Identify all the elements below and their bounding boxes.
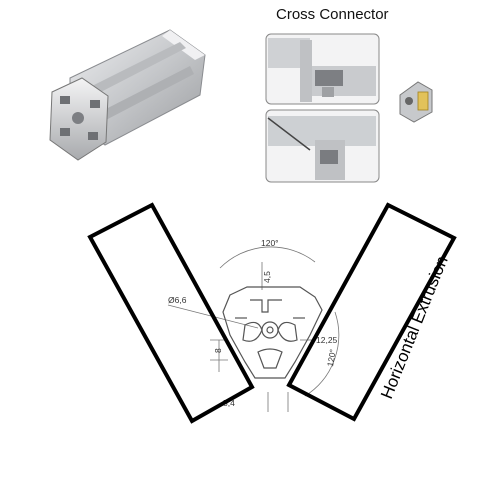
connector-photo-bottom (265, 109, 380, 183)
right-extrusion-outline (286, 202, 457, 422)
left-extrusion-outline (87, 202, 255, 424)
dim-slot-width: 8 (213, 348, 223, 353)
dim-bottom: 5,4 (223, 398, 235, 408)
dim-angle-top: 120° (261, 238, 279, 248)
dim-center: 12,25 (316, 335, 338, 345)
connector-part-icon (399, 81, 433, 123)
horizontal-extrusion-label: Horizontal Extrusion (377, 253, 452, 401)
dim-angle-right: 120° (325, 348, 338, 367)
dim-bore: Ø6,6 (168, 295, 187, 305)
extrusion-3d-image (49, 29, 206, 161)
profile-cross-section (222, 286, 323, 379)
diagram-title: Cross Connector (276, 6, 389, 23)
connector-photo-top (265, 33, 380, 105)
dim-slot-depth: 4,5 (262, 271, 272, 283)
